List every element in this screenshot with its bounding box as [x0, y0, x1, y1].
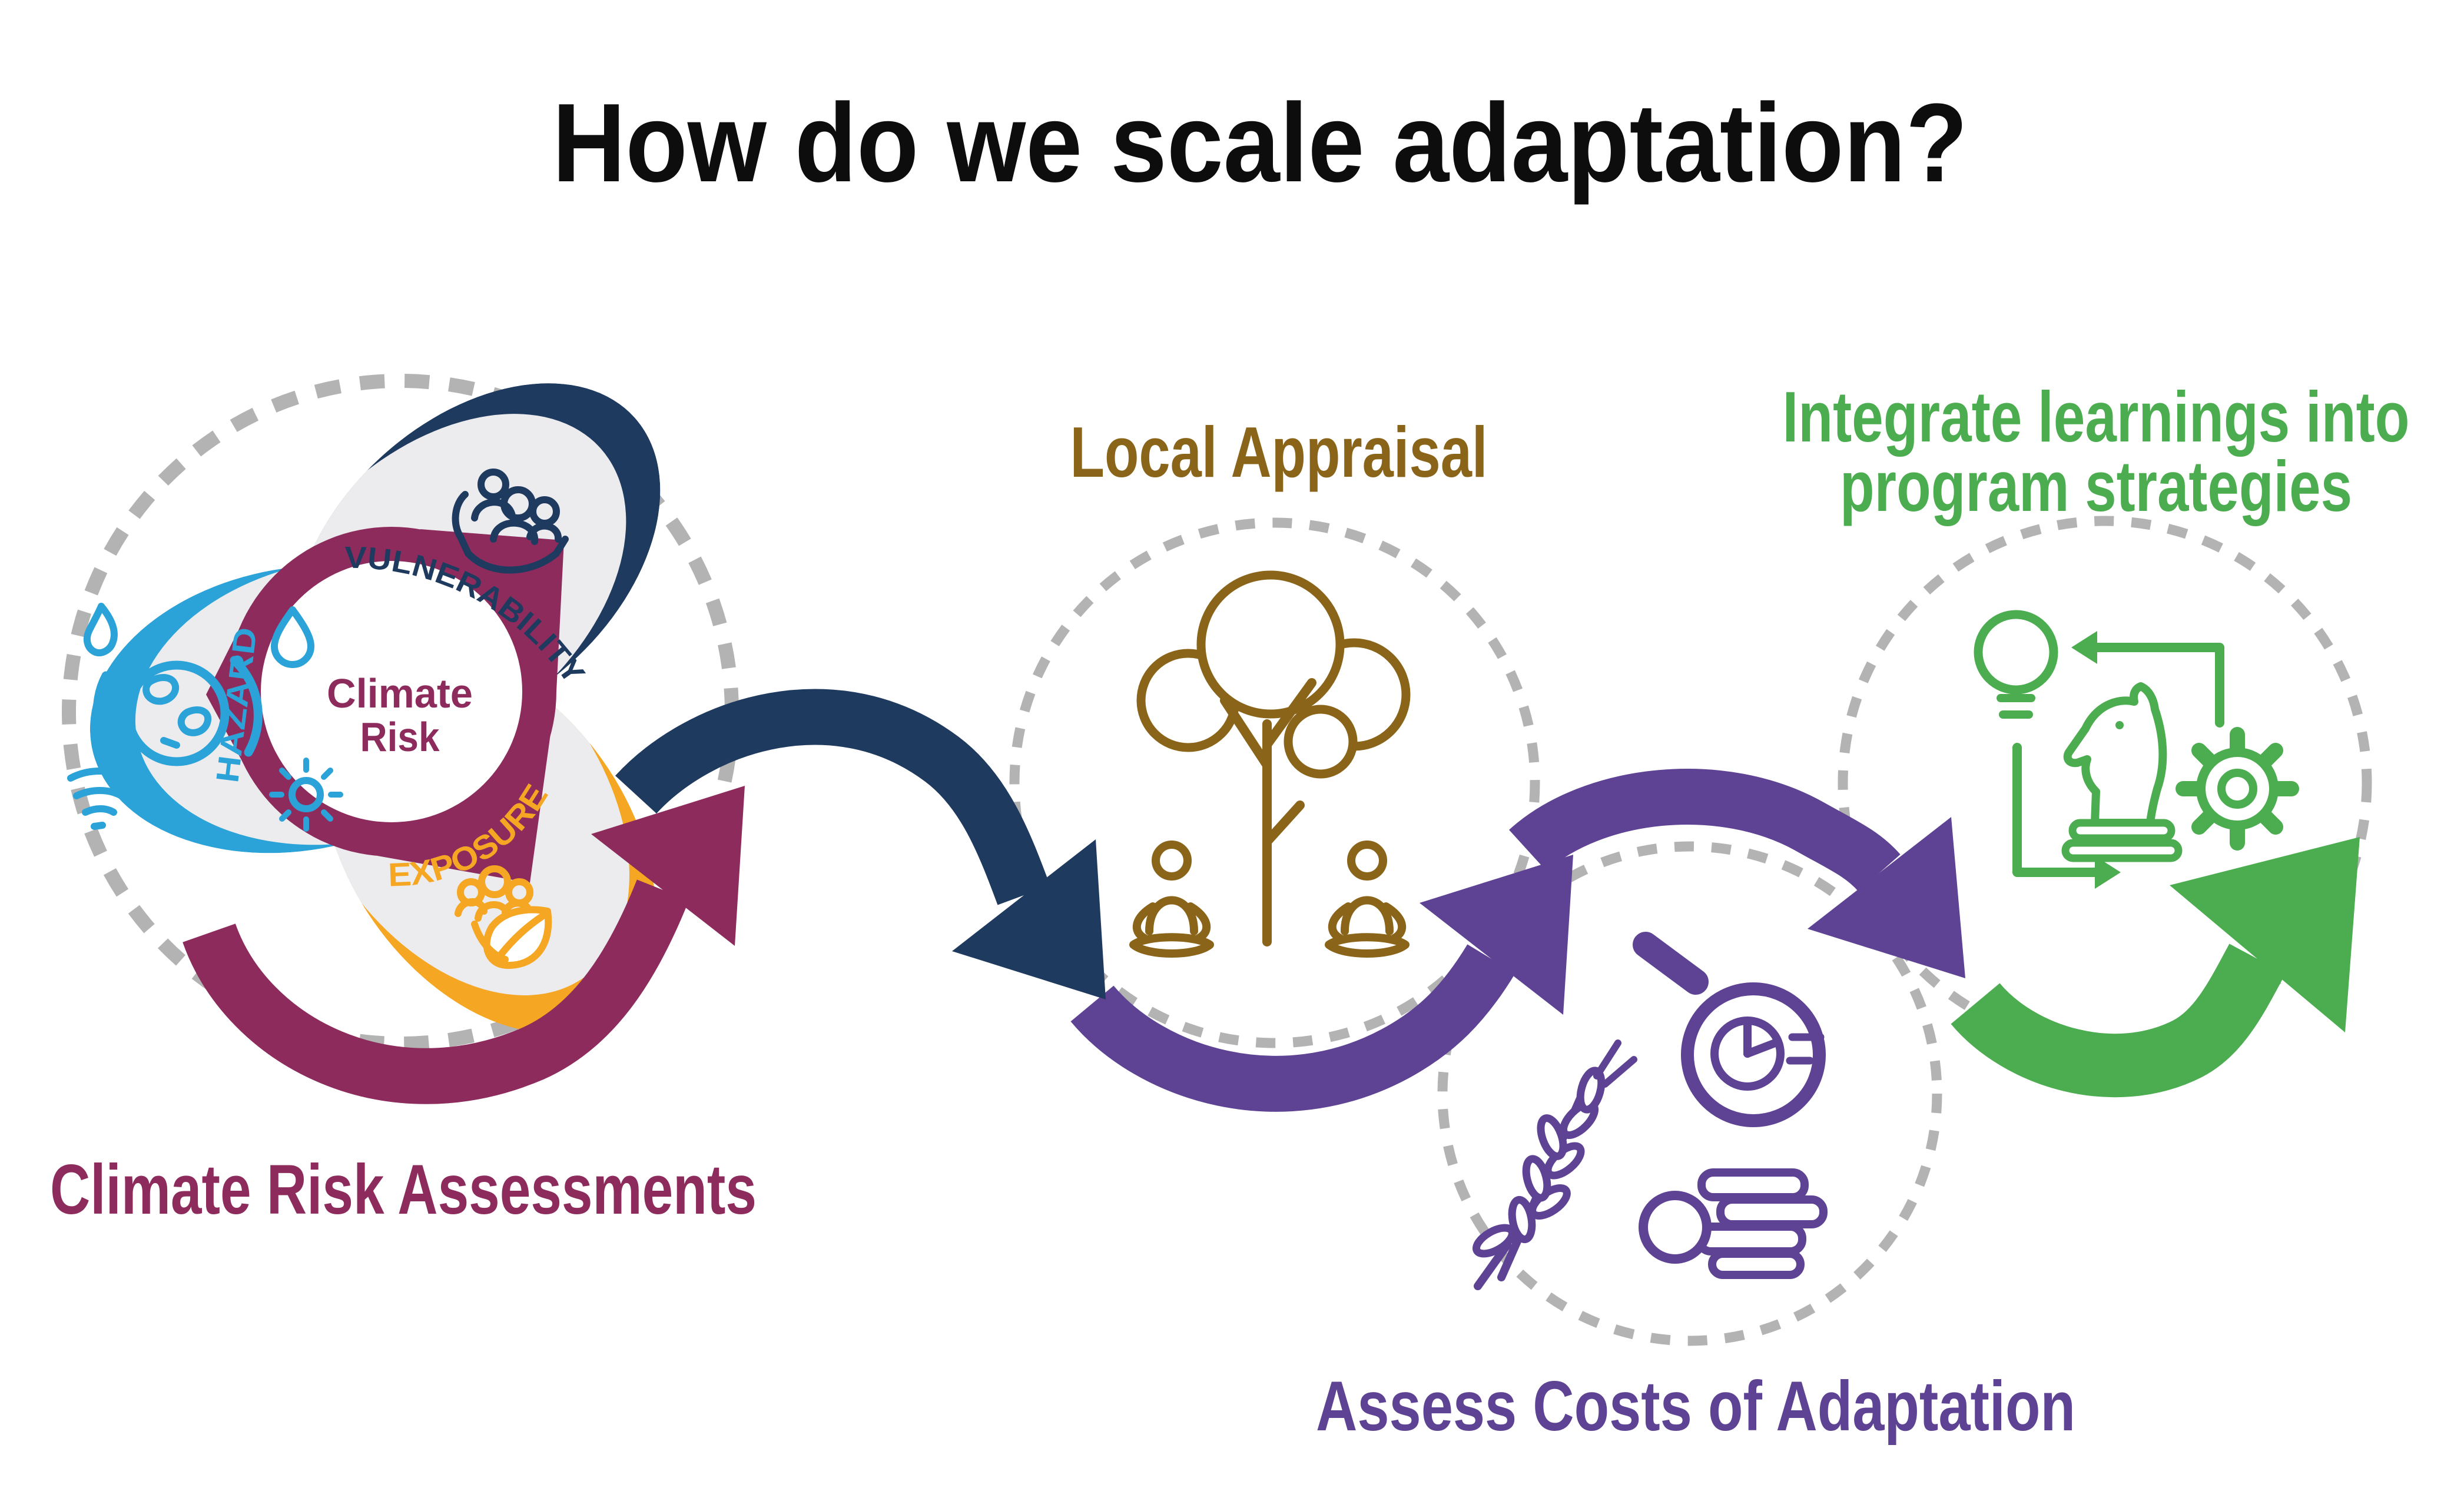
- assess-costs-icons: [1472, 932, 1828, 1290]
- flow-arrows: [183, 689, 2360, 1112]
- gear-icon: [2176, 727, 2299, 851]
- integrate-icons: [1974, 610, 2299, 889]
- page-title: How do we scale adaptation?: [552, 81, 1968, 205]
- stage-circle-local-appraisal: [1009, 517, 1540, 1048]
- stage4-label-line1: Integrate learnings into: [1783, 377, 2410, 457]
- stage4-label-line2: program strategies: [1840, 446, 2352, 526]
- flow-arrow-band-3: [1070, 944, 1515, 1112]
- stage2-label: Local Appraisal: [1070, 412, 1488, 492]
- flow-arrow-band-2: [615, 689, 1050, 905]
- climate-risk-center-label-line1: Climate: [327, 670, 473, 716]
- flow-arrowhead-3: [1420, 855, 1573, 1015]
- wheat-icon: [1472, 1039, 1637, 1290]
- flow-arrowhead-2: [952, 839, 1106, 999]
- flow-arrowhead-4: [1808, 817, 1965, 978]
- climate-risk-venn: Climate Risk HAZARD VULNERABILITY EXPOSU…: [67, 383, 661, 1033]
- coins-icon: [1639, 1168, 1828, 1279]
- chess-knight-icon: [2061, 682, 2183, 862]
- flow-arrowhead-1: [591, 786, 745, 946]
- climate-risk-center-label-line2: Risk: [360, 714, 440, 760]
- cycle-arrows-icon: [2012, 631, 2224, 889]
- lightbulb-icon: [1974, 610, 2058, 719]
- flow-arrow-band-1: [183, 879, 689, 1104]
- climate-risk-center: [261, 561, 522, 822]
- people-leaf-icon: [455, 865, 552, 969]
- flow-arrowhead-5: [2170, 837, 2360, 1032]
- people-in-hand-icon: [452, 469, 569, 574]
- stage-circle-assess-costs: [1437, 841, 1942, 1346]
- flow-arrow-band-4: [1509, 769, 1901, 892]
- flow-arrow-band-5: [1951, 944, 2286, 1098]
- tree-meditation-icon: [1129, 570, 1411, 958]
- magnifier-pie-chart-icon: [1633, 932, 1826, 1127]
- stage1-label: Climate Risk Assessments: [50, 1150, 757, 1229]
- globe-climate-hazards-icon: [67, 603, 343, 832]
- stage3-label: Assess Costs of Adaptation: [1316, 1367, 2075, 1446]
